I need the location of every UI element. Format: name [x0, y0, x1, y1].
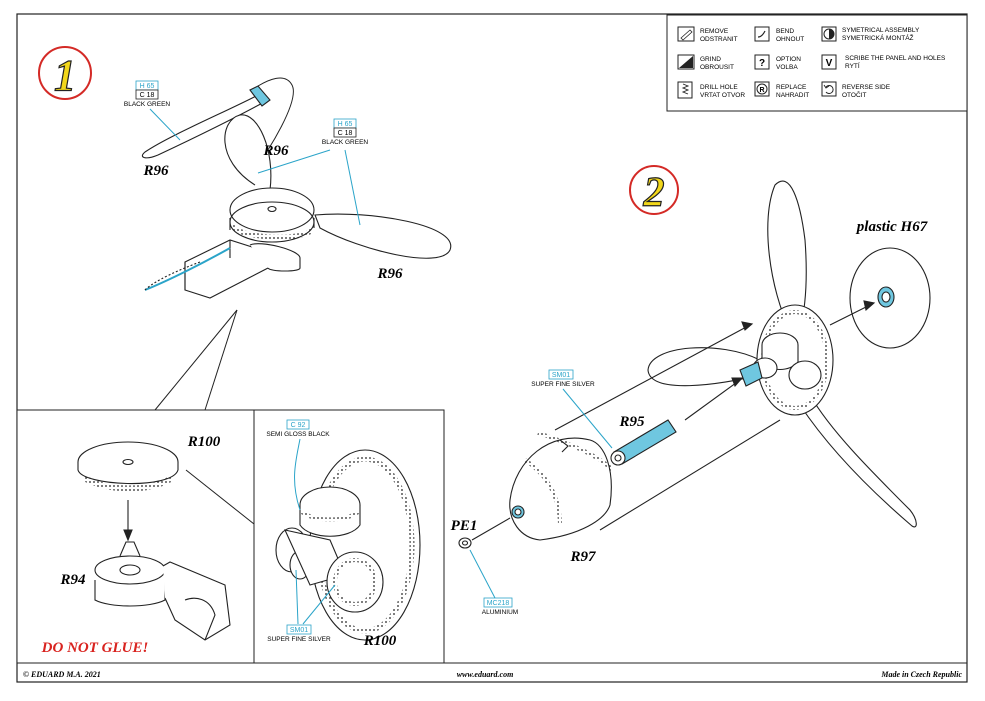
step-1-number: 1	[54, 51, 76, 100]
blade-left	[647, 347, 761, 387]
legend-item-option: ? OPTION VOLBA	[754, 54, 801, 71]
legend-label: OHNOUT	[776, 36, 804, 43]
legend-label: OTOČIT	[842, 90, 866, 99]
scribe-icon	[821, 54, 837, 70]
paint-callout-5: SM01 SUPER FINE SILVER	[531, 369, 613, 449]
legend-label: OBROUSIT	[700, 64, 734, 71]
legend-item-symmetrical: SYMETRICAL ASSEMBLY SYMETRICKÁ MONTÁŽ	[821, 26, 920, 42]
blade-r96-b	[224, 114, 272, 191]
bend-icon	[754, 26, 770, 42]
step-1-marker: 1	[38, 46, 92, 101]
blade-root-highlight	[249, 85, 271, 107]
sheet-frame	[16, 13, 968, 683]
footer-origin: Made in Czech Republic	[880, 670, 962, 679]
svg-text:SUPER FINE SILVER: SUPER FINE SILVER	[531, 381, 595, 388]
legend-label: NAHRADIT	[776, 92, 809, 99]
drill-icon	[677, 81, 693, 99]
part-label-r97: R97	[569, 549, 596, 565]
svg-text:SEMI GLOSS BLACK: SEMI GLOSS BLACK	[266, 431, 330, 438]
legend-item-bend: BEND OHNOUT	[754, 26, 804, 43]
svg-text:ALUMINIUM: ALUMINIUM	[482, 609, 518, 616]
grind-icon	[677, 54, 695, 70]
part-label-r100: R100	[363, 633, 397, 649]
spinner-cone-r97	[509, 437, 612, 541]
svg-text:C 18: C 18	[140, 92, 155, 99]
legend-label: ODSTRANIT	[700, 36, 738, 43]
svg-text:C 92: C 92	[291, 422, 306, 429]
blade-top	[767, 180, 807, 331]
part-label-r100: R100	[187, 434, 221, 450]
detail-pointer	[154, 309, 238, 411]
step-2-number: 2	[643, 170, 665, 216]
part-label-r96: R96	[376, 266, 403, 282]
legend-label: VOLBA	[776, 64, 798, 71]
svg-text:SUPER FINE SILVER: SUPER FINE SILVER	[267, 636, 331, 643]
legend-label: SYMETRICKÁ MONTÁŽ	[842, 33, 914, 42]
detail-pointer	[185, 469, 255, 525]
option-icon	[754, 54, 770, 70]
detail-mount-r94	[94, 541, 231, 641]
blade-r96-a	[141, 92, 269, 159]
legend-label: REVERSE SIDE	[842, 84, 891, 91]
footer-url: www.eduard.com	[457, 670, 514, 679]
part-label-r96: R96	[142, 163, 169, 179]
legend-item-grind: GRIND OBROUSIT	[677, 54, 734, 71]
legend-label: GRIND	[700, 56, 721, 63]
legend-label: OPTION	[776, 56, 801, 63]
legend-item-scribe: V SCRIBE THE PANEL AND HOLES RYTÍ	[821, 54, 946, 70]
svg-text:H 65: H 65	[140, 83, 155, 90]
blade-r96-c	[314, 213, 452, 259]
legend-label: REPLACE	[776, 84, 807, 91]
part-label-r94: R94	[59, 572, 86, 588]
svg-text:BLACK GREEN: BLACK GREEN	[124, 101, 171, 108]
svg-text:SM01: SM01	[290, 627, 308, 634]
svg-text:R: R	[759, 87, 764, 94]
paint-callout-3: C 92 SEMI GLOSS BLACK	[266, 419, 330, 511]
paint-callout-1: H 65 C 18 BLACK GREEN	[124, 80, 181, 141]
warning-text: DO NOT GLUE!	[41, 640, 149, 656]
detail-pointer	[204, 309, 238, 411]
svg-text:MC218: MC218	[487, 600, 510, 607]
step-2-assembly-drawing	[458, 180, 931, 549]
paint-callout-4: SM01 SUPER FINE SILVER	[267, 569, 336, 643]
svg-text:BLACK GREEN: BLACK GREEN	[322, 139, 369, 146]
svg-text:H 65: H 65	[338, 121, 353, 128]
svg-text:C 18: C 18	[338, 130, 353, 137]
symmetrical-icon	[821, 26, 837, 42]
remove-icon	[677, 26, 695, 42]
svg-text:SM01: SM01	[552, 372, 570, 379]
legend-box: REMOVE ODSTRANIT BEND OHNOUT SYMETRICAL …	[666, 14, 968, 112]
part-label-plastic-h67: plastic H67	[855, 219, 928, 235]
legend-item-remove: REMOVE ODSTRANIT	[677, 26, 738, 43]
footer-copyright: © EDUARD M.A. 2021	[23, 670, 101, 679]
step-2-marker: 2	[629, 165, 679, 217]
paint-callout-6: MC218 ALUMINIUM	[469, 549, 518, 616]
legend-label: SYMETRICAL ASSEMBLY	[842, 27, 920, 34]
replace-icon	[754, 81, 770, 97]
detail-spinner-plate	[77, 441, 179, 542]
paint-callout-2: H 65 C 18 BLACK GREEN	[257, 118, 369, 226]
part-label-r95: R95	[618, 414, 645, 430]
legend-label: REMOVE	[700, 28, 729, 35]
legend-label: DRILL HOLE	[700, 84, 738, 91]
legend-item-reverse: REVERSE SIDE OTOČIT	[821, 81, 891, 99]
legend-label: RYTÍ	[845, 61, 860, 70]
reverse-icon	[821, 81, 837, 97]
detail-hub-casting	[275, 449, 421, 641]
legend-label: BEND	[776, 28, 794, 35]
legend-item-drill: DRILL HOLE VRTAT OTVOR	[677, 81, 745, 99]
legend-label: SCRIBE THE PANEL AND HOLES	[845, 55, 946, 62]
blade-lower	[799, 394, 917, 528]
legend-label: VRTAT OTVOR	[700, 92, 745, 99]
part-label-pe1: PE1	[451, 518, 478, 534]
svg-text:?: ?	[759, 58, 765, 69]
step-1-propeller-drawing	[141, 77, 452, 299]
legend-item-replace: R REPLACE NAHRADIT	[754, 81, 809, 99]
svg-text:V: V	[826, 58, 833, 69]
part-label-r96: R96	[262, 143, 289, 159]
